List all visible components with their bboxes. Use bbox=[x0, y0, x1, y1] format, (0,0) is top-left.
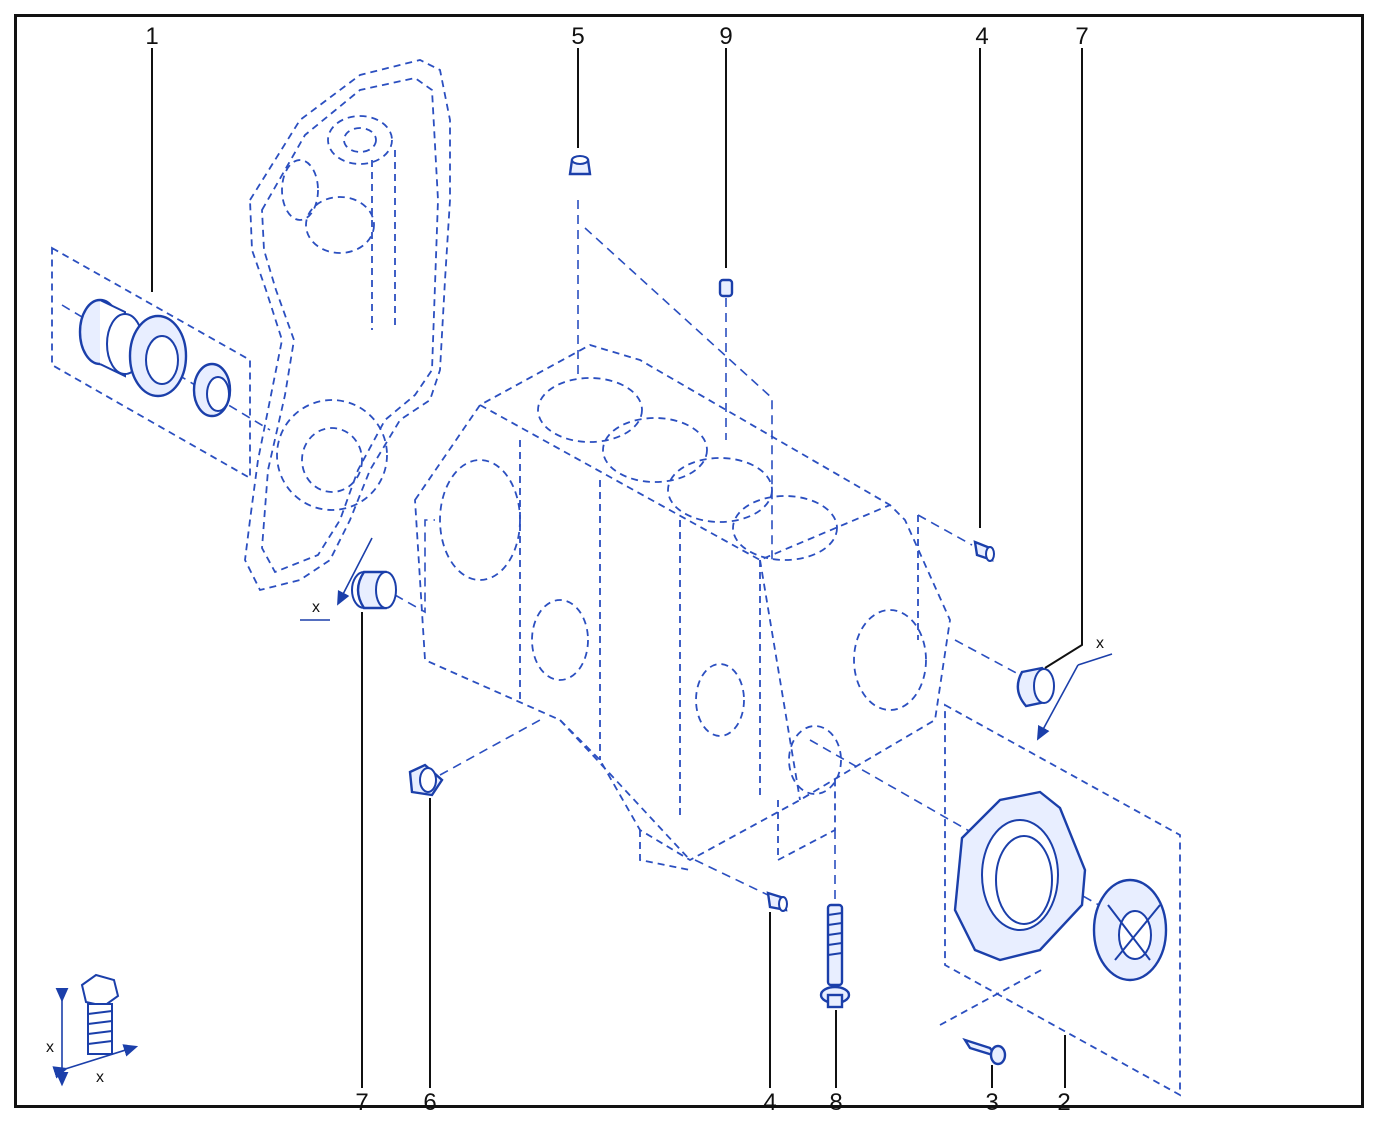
screw-part-3 bbox=[962, 1037, 1007, 1066]
callout-1: 1 bbox=[145, 23, 158, 50]
bolt-part-8 bbox=[777, 775, 851, 1009]
callout-8: 8 bbox=[829, 1089, 842, 1116]
callout-4-bottom: 4 bbox=[763, 1089, 776, 1116]
plug-part-5 bbox=[568, 155, 773, 560]
dowel-part-9 bbox=[718, 278, 734, 440]
dim-x-bolt-length: x bbox=[46, 1039, 54, 1056]
front-seal-kit bbox=[51, 246, 271, 480]
callout-9: 9 bbox=[719, 23, 732, 50]
callout-leaders bbox=[151, 48, 1083, 1088]
dowel-part-4-lower bbox=[694, 859, 788, 912]
dim-x-bolt-diameter: x bbox=[96, 1069, 104, 1086]
dim-x-left-ring: x bbox=[312, 599, 320, 616]
rear-seal-housing-part-2 bbox=[809, 703, 1181, 1097]
callout-7-top: 7 bbox=[1075, 23, 1088, 50]
cylinder-block-ghost bbox=[414, 344, 951, 871]
timing-cover-ghost bbox=[244, 59, 451, 592]
callout-7-bottom: 7 bbox=[355, 1089, 368, 1116]
bush-part-7-left bbox=[300, 519, 435, 621]
bush-part-7-right bbox=[954, 639, 1113, 741]
drain-plug-part-6 bbox=[408, 719, 541, 797]
dowel-part-4-upper bbox=[917, 514, 995, 640]
callout-5: 5 bbox=[571, 23, 584, 50]
bolt-size-legend bbox=[52, 973, 139, 1087]
callout-2: 2 bbox=[1057, 1089, 1070, 1116]
dim-x-right-ring: x bbox=[1096, 635, 1104, 652]
callout-6: 6 bbox=[423, 1089, 436, 1116]
callout-4-top: 4 bbox=[975, 23, 988, 50]
callout-3: 3 bbox=[985, 1089, 998, 1116]
